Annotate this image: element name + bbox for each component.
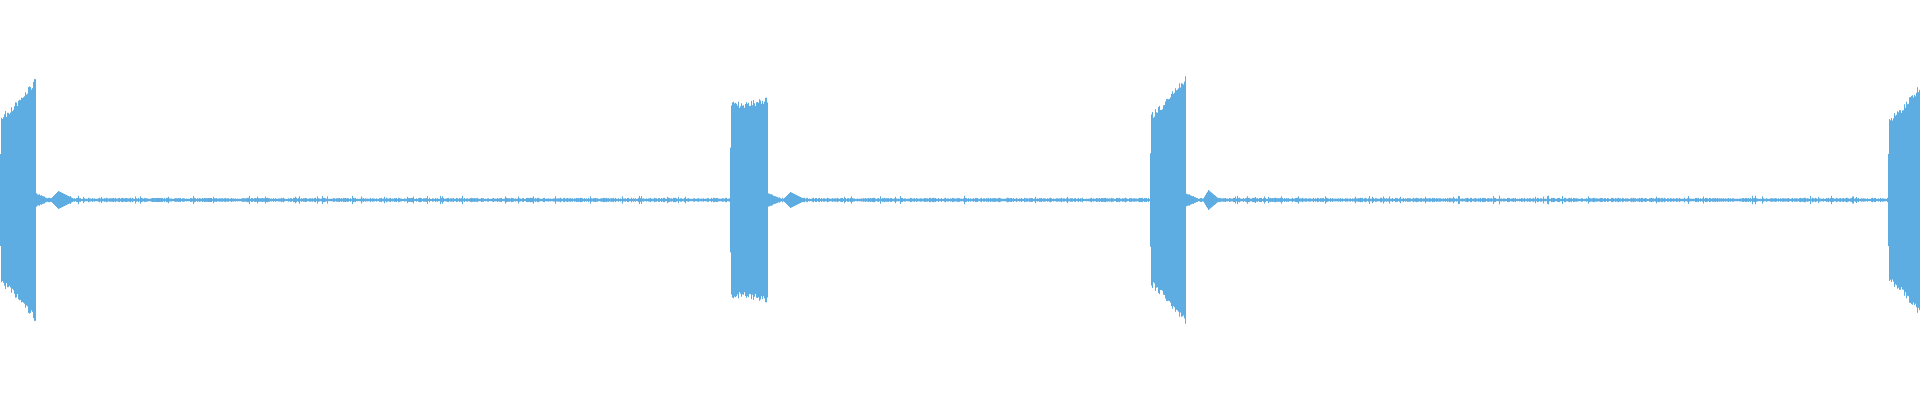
waveform-trace — [0, 76, 1920, 324]
